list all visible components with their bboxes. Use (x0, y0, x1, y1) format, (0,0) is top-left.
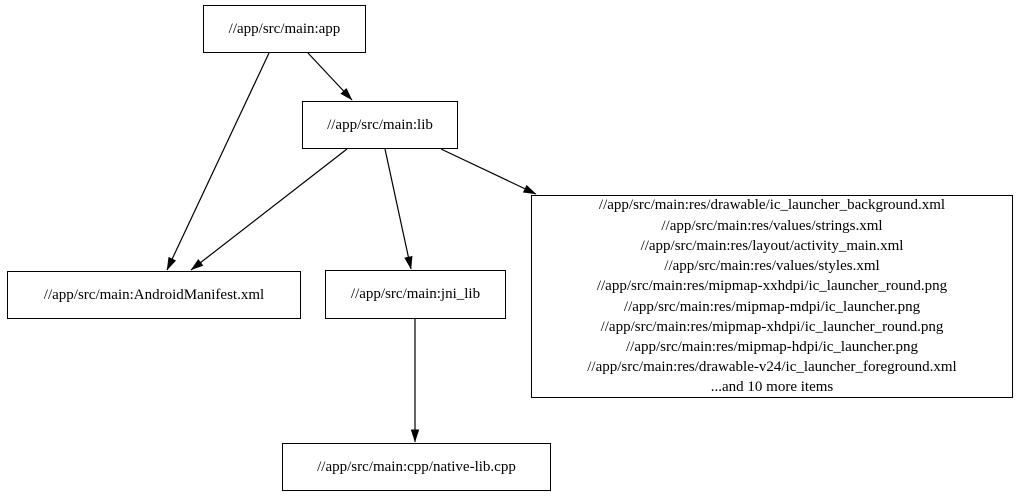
node-native-lib-cpp-label: //app/src/main:cpp/native-lib.cpp (317, 458, 516, 475)
edge-app-to-manifest (166, 52, 270, 271)
edge-lib-to-res-group (440, 148, 537, 195)
node-android-manifest: //app/src/main:AndroidManifest.xml (7, 271, 301, 319)
res-file-line: //app/src/main:res/drawable-v24/ic_launc… (587, 359, 957, 376)
node-lib: //app/src/main:lib (302, 101, 458, 149)
node-jni-lib: //app/src/main:jni_lib (325, 270, 506, 319)
node-res-group: //app/src/main:res/drawable/ic_launcher_… (531, 195, 1013, 398)
res-file-line: //app/src/main:res/layout/activity_main.… (640, 237, 904, 254)
res-file-line: //app/src/main:res/mipmap-mdpi/ic_launch… (623, 298, 921, 315)
res-file-line: //app/src/main:res/values/styles.xml (664, 258, 880, 275)
edge-app-to-lib (307, 52, 353, 101)
node-jni-lib-label: //app/src/main:jni_lib (350, 286, 481, 303)
node-app: //app/src/main:app (203, 5, 366, 53)
edge-lib-to-manifest (190, 148, 348, 271)
res-more-items-line: ...and 10 more items (710, 379, 834, 396)
res-file-line: //app/src/main:res/values/strings.xml (661, 217, 883, 234)
node-native-lib-cpp: //app/src/main:cpp/native-lib.cpp (282, 443, 551, 491)
node-app-label: //app/src/main:app (228, 20, 341, 37)
edge-lib-to-jni-lib (384, 148, 413, 270)
res-file-line: //app/src/main:res/mipmap-xxhdpi/ic_laun… (596, 278, 948, 295)
res-file-line: //app/src/main:res/mipmap-hdpi/ic_launch… (625, 338, 918, 355)
res-file-line: //app/src/main:res/mipmap-xhdpi/ic_launc… (600, 318, 944, 335)
res-file-line: //app/src/main:res/drawable/ic_launcher_… (598, 197, 946, 214)
node-lib-label: //app/src/main:lib (327, 116, 433, 133)
node-android-manifest-label: //app/src/main:AndroidManifest.xml (43, 286, 265, 303)
